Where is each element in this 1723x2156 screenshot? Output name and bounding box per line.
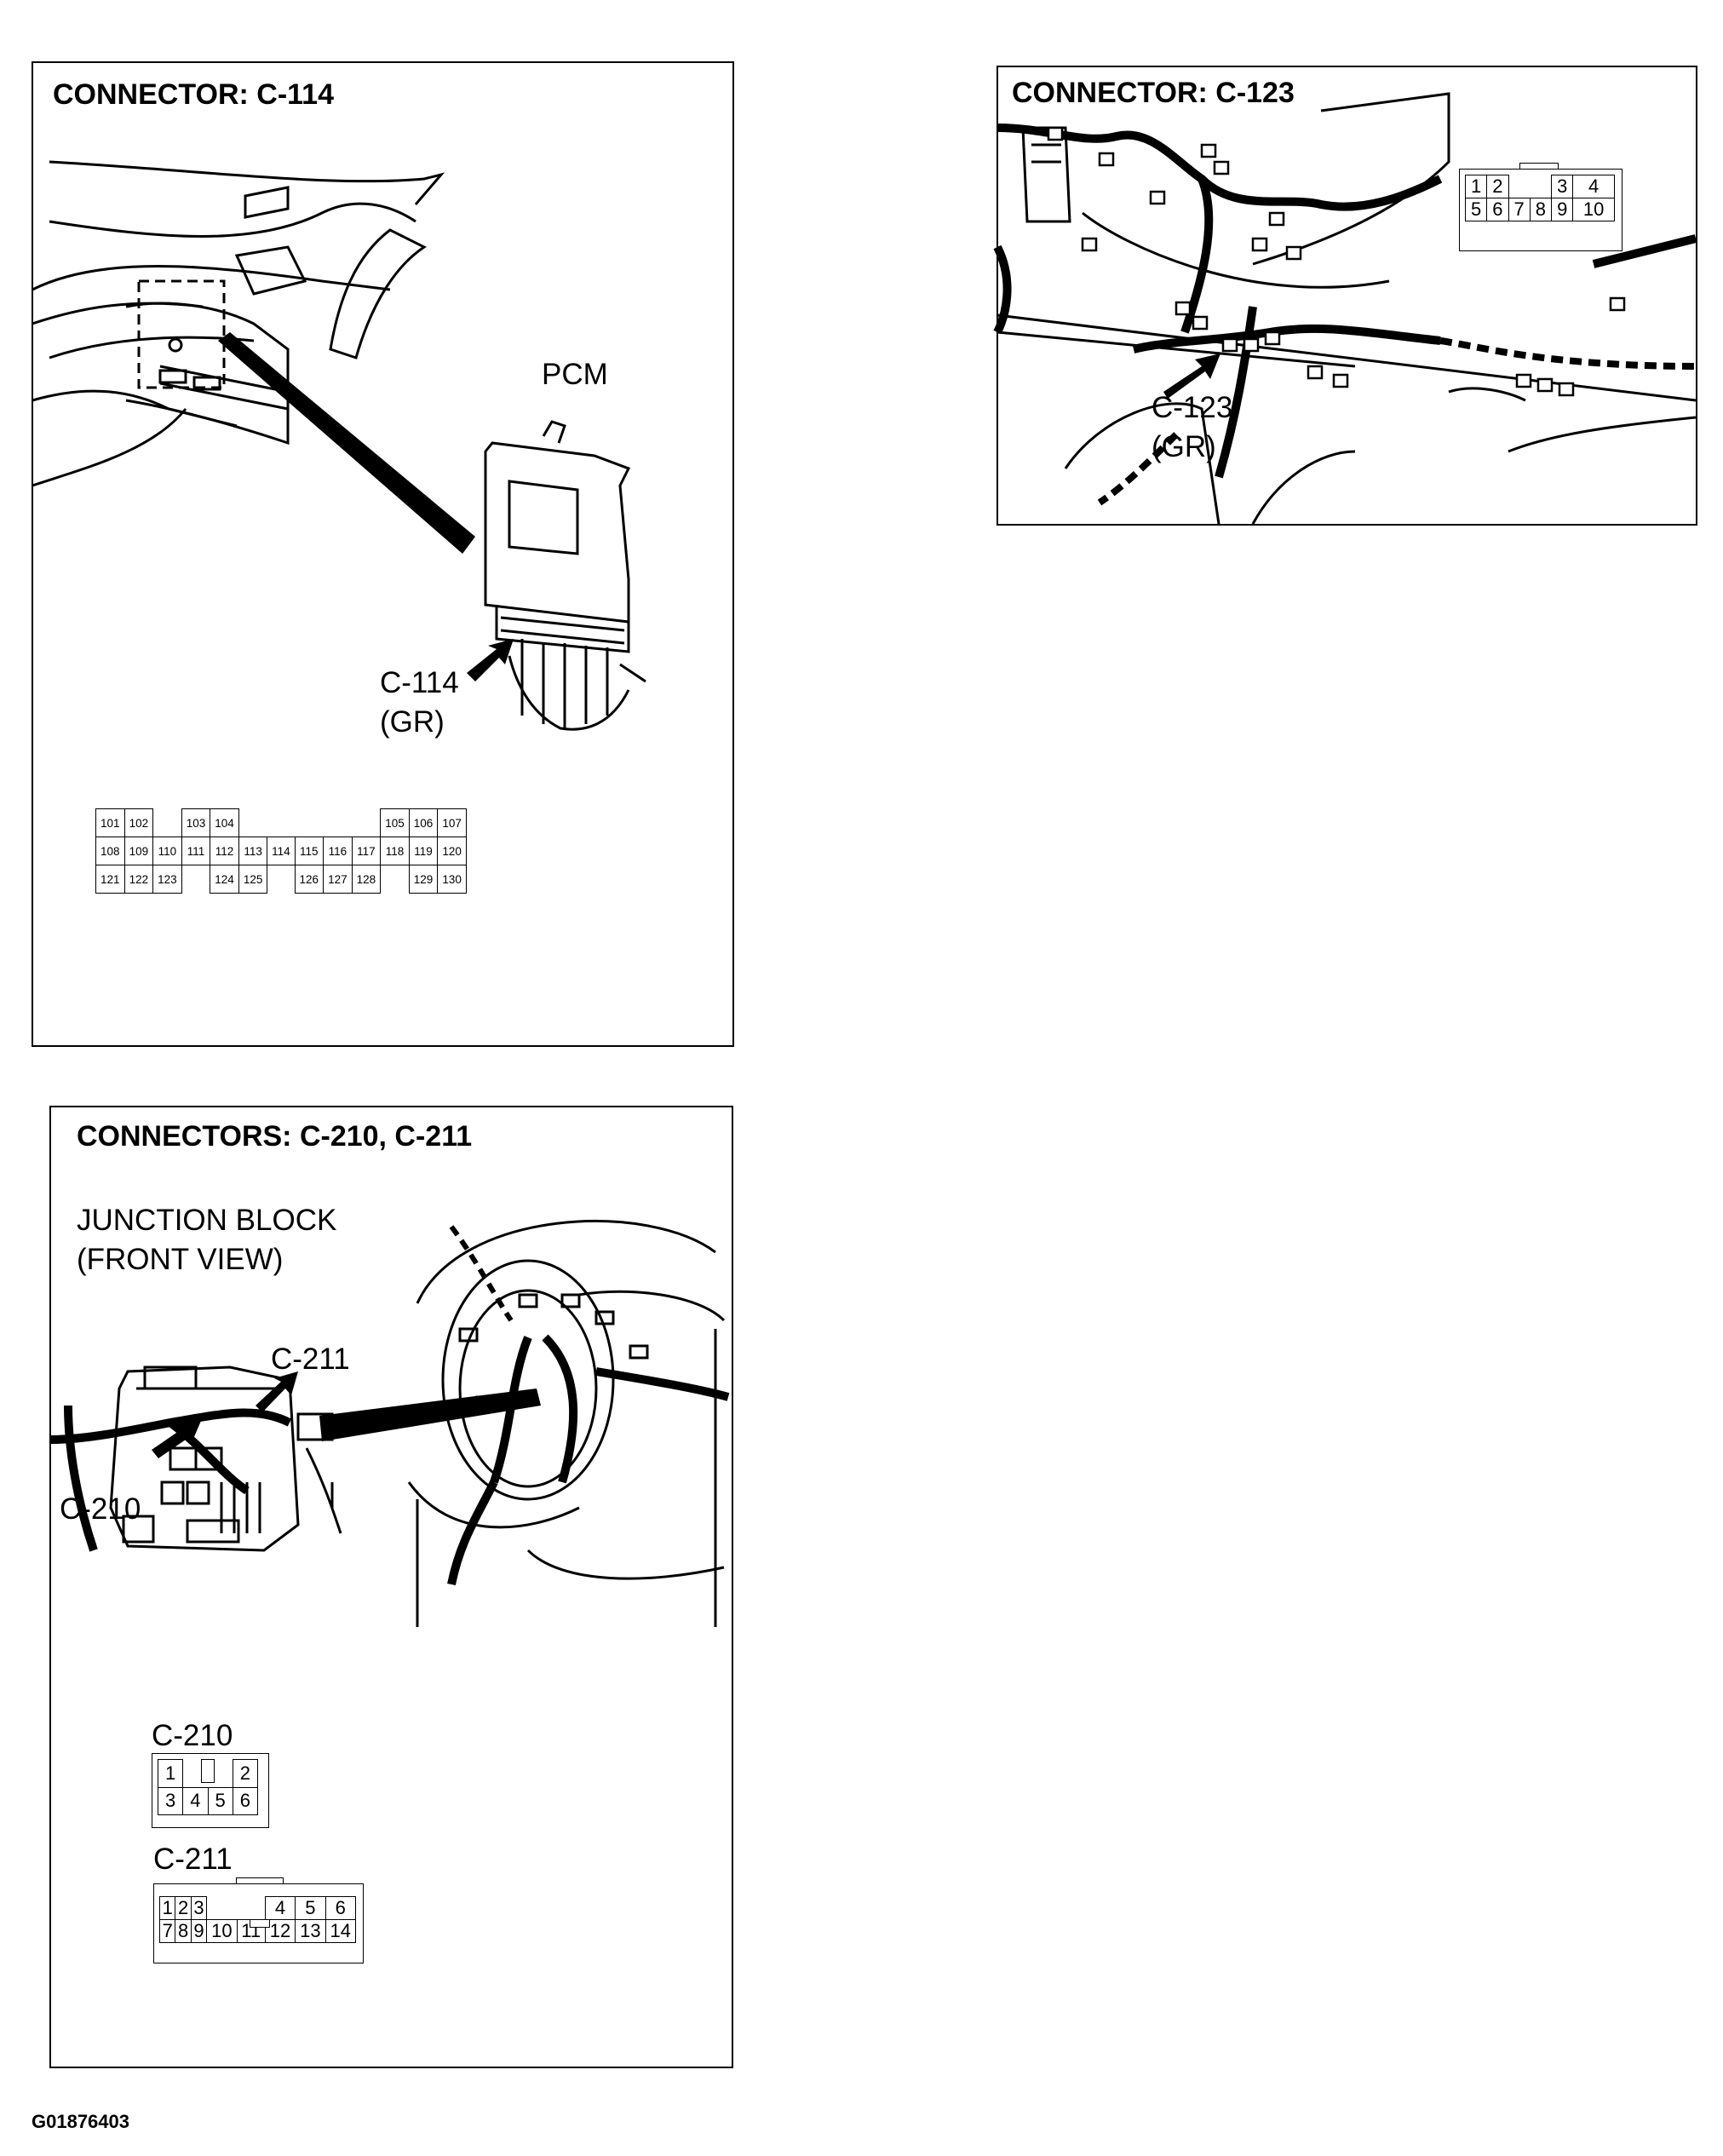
pin-cell: 4 xyxy=(182,1786,209,1815)
pin-cell-blank xyxy=(153,809,182,837)
pin-cell: 14 xyxy=(324,1919,357,1943)
pin-cell: 8 xyxy=(1529,198,1553,221)
pin-cell: 1 xyxy=(157,1759,184,1788)
pin-cell: 9 xyxy=(1551,198,1574,221)
pin-cell: 115 xyxy=(294,837,324,865)
pin-cell: 107 xyxy=(437,808,467,837)
pin-cell: 128 xyxy=(351,865,382,894)
pin-cell: 7 xyxy=(1508,198,1531,221)
pin-cell: 3 xyxy=(1551,175,1574,198)
pin-cell: 110 xyxy=(152,837,182,865)
figure-code: G01876403 xyxy=(32,2111,129,2132)
pin-cell: 102 xyxy=(123,808,154,837)
panel-c123 xyxy=(996,66,1697,526)
pin-cell: 4 xyxy=(264,1896,296,1920)
pin-cell-blank xyxy=(1508,175,1530,198)
c114-pin-diagram: 101 102 103 104 105 106 107 108 109 110 … xyxy=(95,808,467,894)
dash-harness-illustration xyxy=(993,92,1697,525)
pin-cell: 4 xyxy=(1572,175,1615,198)
pin-cell: 101 xyxy=(95,808,125,837)
c123-callout: C-123 xyxy=(1152,391,1233,424)
pin-cell: 104 xyxy=(210,808,239,837)
pin-cell: 9 xyxy=(190,1919,208,1943)
pcm-label: PCM xyxy=(542,358,608,391)
junction-block-illustration xyxy=(50,1220,730,1627)
pin-cell: 117 xyxy=(351,837,382,865)
pin-cell: 129 xyxy=(408,865,439,894)
pin-cell: 111 xyxy=(181,837,211,865)
pin-cell: 118 xyxy=(380,837,410,865)
pin-cell: 116 xyxy=(323,837,353,865)
pin-cell: 6 xyxy=(324,1896,357,1920)
c210-callout: C-210 xyxy=(60,1492,141,1526)
panel-c210-c211-title: CONNECTORS: C-210, C-211 xyxy=(77,1120,473,1153)
pin-cell: 120 xyxy=(437,837,467,865)
pin-cell: 10 xyxy=(206,1919,238,1943)
pin-cell: 119 xyxy=(408,837,439,865)
pin-cell: 123 xyxy=(152,865,182,894)
pin-cell: 122 xyxy=(123,865,154,894)
pin-cell: 109 xyxy=(123,837,154,865)
pin-cell: 6 xyxy=(1486,198,1509,221)
pin-cell-blank xyxy=(1530,175,1551,198)
c210-pin-diagram: 1 2 3 4 5 6 xyxy=(152,1753,269,1828)
junction-block-label: JUNCTION BLOCK xyxy=(77,1204,337,1237)
pin-cell: 5 xyxy=(295,1896,326,1920)
pin-cell: 1 xyxy=(158,1896,176,1920)
pin-cell: 13 xyxy=(295,1919,326,1943)
c123-pin-diagram: 1 2 3 4 5 6 7 8 9 10 xyxy=(1459,163,1622,251)
pin-cell: 5 xyxy=(207,1786,233,1815)
pin-cell: 2 xyxy=(232,1759,259,1788)
pin-cell: 6 xyxy=(232,1786,259,1815)
c211-callout: C-211 xyxy=(271,1342,350,1376)
pin-cell: 130 xyxy=(437,865,467,894)
pin-cell: 7 xyxy=(158,1919,176,1943)
pin-cell: 3 xyxy=(157,1786,184,1815)
c211-pin-diagram: 1 2 3 4 5 6 7 8 9 10 11 12 13 14 xyxy=(153,1877,364,1963)
pin-cell-blank xyxy=(237,1897,265,1920)
pin-cell-blank xyxy=(295,809,324,837)
pin-cell: 1 xyxy=(1464,175,1488,198)
c123-color: (GR) xyxy=(1152,430,1216,463)
pin-cell: 127 xyxy=(323,865,353,894)
pin-cell: 126 xyxy=(294,865,324,894)
dashboard-pcm-illustration xyxy=(32,160,646,731)
pin-cell-blank xyxy=(381,865,410,894)
pin-cell: 2 xyxy=(1486,175,1509,198)
c114-color: (GR) xyxy=(380,705,445,739)
pin-cell: 113 xyxy=(238,837,268,865)
pin-cell: 106 xyxy=(408,808,439,837)
pin-cell-blank xyxy=(267,809,295,837)
panel-c123-title: CONNECTOR: C-123 xyxy=(1012,77,1295,109)
c211-label: C-211 xyxy=(153,1843,233,1876)
c210-label: C-210 xyxy=(152,1719,233,1752)
pin-cell-blank xyxy=(352,809,381,837)
pin-cell: 112 xyxy=(210,837,239,865)
pin-cell: 103 xyxy=(181,808,211,837)
panel-c114-title: CONNECTOR: C-114 xyxy=(53,78,334,111)
pin-cell-blank xyxy=(238,809,267,837)
pin-cell-blank xyxy=(181,865,210,894)
pin-cell: 125 xyxy=(238,865,268,894)
pin-cell: 10 xyxy=(1572,198,1615,221)
pin-cell: 5 xyxy=(1464,198,1488,221)
pin-cell-blank xyxy=(207,1897,237,1920)
c114-callout: C-114 xyxy=(380,666,459,699)
pin-cell-blank xyxy=(267,865,295,894)
pin-cell: 114 xyxy=(267,837,296,865)
pin-cell: 105 xyxy=(380,808,410,837)
pin-cell: 2 xyxy=(175,1896,192,1920)
pin-cell: 3 xyxy=(190,1896,208,1920)
pin-cell: 121 xyxy=(95,865,125,894)
pin-cell-blank xyxy=(324,809,353,837)
junction-view-label: (FRONT VIEW) xyxy=(77,1243,284,1276)
pin-cell: 124 xyxy=(210,865,239,894)
pin-cell: 108 xyxy=(95,837,125,865)
pin-cell: 8 xyxy=(175,1919,192,1943)
